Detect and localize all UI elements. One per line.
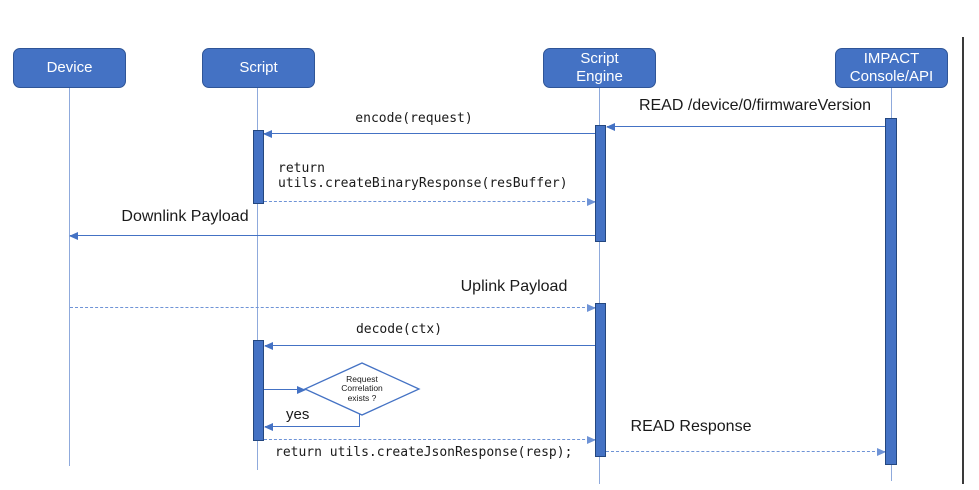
actor-device: Device (13, 48, 126, 88)
lifeline-script-engine (599, 88, 601, 484)
activation-bar-script-1 (253, 130, 264, 204)
slide-right-border (962, 37, 964, 484)
message-label-decode: decode(ctx) (355, 322, 443, 337)
arrow-to-decision (264, 386, 306, 394)
message-label-return-json: return utils.createJsonResponse(resp); (275, 445, 573, 460)
decision-diamond: Request Correlation exists ? (303, 362, 421, 416)
arrow-downlink-payload (69, 232, 595, 240)
arrow-uplink-payload (70, 304, 596, 312)
actor-impact-console-label: IMPACT Console/API (849, 50, 934, 85)
actor-script-engine: Script Engine (543, 48, 656, 88)
actor-impact-console: IMPACT Console/API (835, 48, 948, 88)
arrowhead-left-icon (69, 232, 78, 240)
decision-yes-label: yes (286, 406, 310, 423)
arrowhead-left-icon (606, 123, 615, 131)
arrowhead-left-icon (264, 342, 273, 350)
activation-bar-script-engine-2 (595, 303, 606, 457)
arrow-decode-ctx (264, 342, 595, 350)
arrowhead-left-icon (264, 423, 273, 431)
arrowhead-right-icon (587, 304, 596, 312)
message-label-return-binary: return utils.createBinaryResponse(resBuf… (278, 161, 568, 191)
lifeline-device (69, 88, 71, 466)
decision-yes-connector (359, 412, 360, 427)
arrowhead-right-icon (587, 436, 596, 444)
arrow-encode-request (263, 130, 595, 138)
actor-script: Script (202, 48, 315, 88)
arrowhead-right-icon (587, 198, 596, 206)
arrow-read-firmware (606, 123, 886, 131)
decision-label: Request Correlation exists ? (341, 373, 383, 403)
activation-bar-impact (885, 118, 897, 465)
arrowhead-right-icon (297, 386, 306, 394)
activation-bar-script-engine-1 (595, 125, 606, 242)
actor-device-label: Device (46, 59, 93, 76)
message-label-downlink: Downlink Payload (121, 208, 249, 225)
arrowhead-right-icon (877, 448, 886, 456)
message-label-uplink: Uplink Payload (460, 278, 568, 295)
arrow-return-binary-response (264, 198, 596, 206)
message-label-encode: encode(request) (355, 111, 473, 126)
actor-script-engine-label: Script Engine (576, 50, 623, 85)
arrow-read-response (606, 448, 886, 456)
message-label-read-firmware: READ /device/0/firmwareVersion (638, 97, 872, 114)
arrow-return-json-response (264, 436, 596, 444)
activation-bar-script-2 (253, 340, 264, 441)
diamond-shape-icon (303, 362, 421, 416)
message-label-read-response: READ Response (630, 418, 752, 435)
actor-script-label: Script (239, 59, 278, 76)
arrow-yes-branch (264, 423, 360, 431)
arrowhead-left-icon (263, 130, 272, 138)
lifeline-script (257, 88, 259, 470)
